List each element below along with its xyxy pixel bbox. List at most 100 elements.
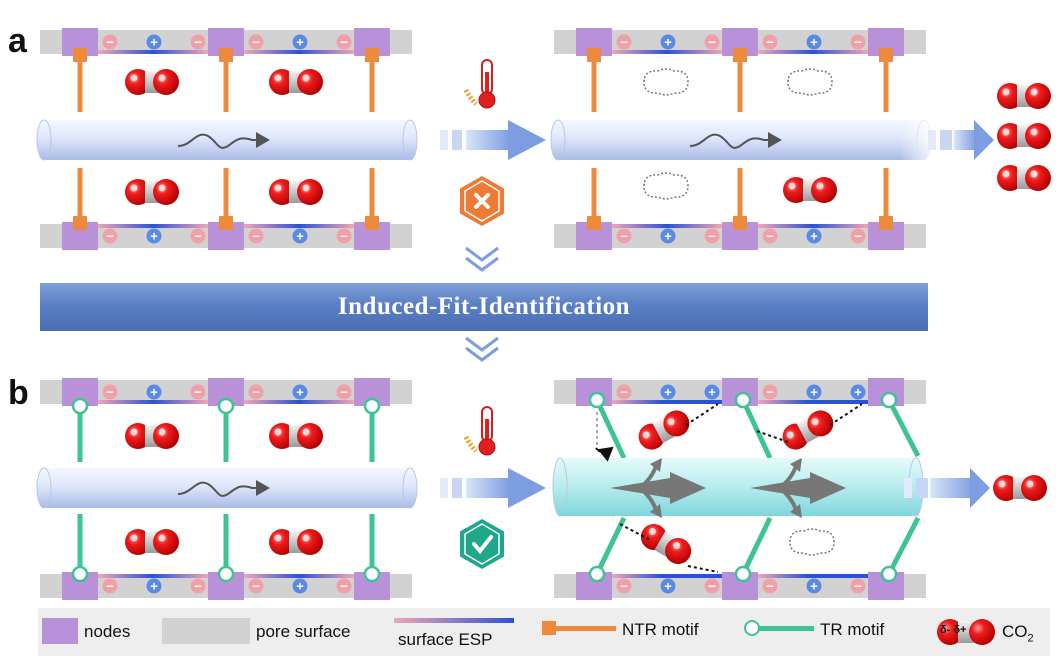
tr-joint bbox=[363, 565, 381, 583]
charge-sign: − bbox=[766, 385, 774, 400]
charge-sign: + bbox=[664, 385, 672, 400]
tr-joint bbox=[363, 397, 381, 415]
highlight bbox=[648, 528, 656, 536]
oxygen-atom bbox=[269, 179, 295, 205]
negative-charge bbox=[704, 228, 720, 244]
oxygen-atom bbox=[663, 410, 690, 437]
highlight bbox=[274, 428, 282, 436]
charge-sign: − bbox=[340, 579, 348, 594]
induced-fit-flow-arrow bbox=[610, 458, 706, 518]
negative-charge bbox=[102, 34, 118, 50]
surface-esp-strip bbox=[758, 224, 868, 228]
positive-charge bbox=[146, 578, 162, 594]
ntr-anchor bbox=[879, 216, 893, 230]
negative-charge bbox=[248, 384, 264, 400]
charge-sign: + bbox=[664, 579, 672, 594]
highlight bbox=[667, 418, 675, 426]
negative-charge bbox=[336, 578, 352, 594]
negative-charge bbox=[190, 34, 206, 50]
surface-esp-strip bbox=[612, 224, 722, 228]
co2-molecule bbox=[640, 524, 692, 564]
tr-joint bbox=[734, 565, 752, 583]
ntr-anchor bbox=[365, 48, 379, 62]
legend-co2-label: CO2 bbox=[1002, 622, 1034, 645]
tr-motif bbox=[740, 516, 773, 576]
highlight bbox=[302, 534, 310, 542]
charge-sign: − bbox=[766, 579, 774, 594]
charge-sign: − bbox=[340, 35, 348, 50]
legend-pore-swatch bbox=[162, 618, 250, 644]
legend-tr-swatch bbox=[744, 620, 814, 636]
co2-molecule bbox=[997, 165, 1051, 191]
surface-esp-strip bbox=[244, 50, 354, 54]
charge-sign: − bbox=[252, 35, 260, 50]
release-arrow-b bbox=[904, 468, 990, 508]
highlight bbox=[1002, 88, 1010, 96]
induced-fit-flow-arrow bbox=[750, 458, 846, 518]
highlight bbox=[788, 182, 796, 190]
oxygen-atom bbox=[153, 529, 179, 555]
heat-icon bbox=[463, 88, 478, 106]
legend-ntr-label: NTR motif bbox=[622, 620, 699, 639]
negative-charge bbox=[616, 578, 632, 594]
legend-co2-swatch bbox=[937, 619, 995, 645]
highlight bbox=[158, 534, 166, 542]
empty-site bbox=[787, 68, 833, 96]
co2-molecule bbox=[993, 475, 1047, 501]
charge-sign: − bbox=[708, 229, 716, 244]
highlight bbox=[130, 428, 138, 436]
highlight bbox=[816, 182, 824, 190]
highlight bbox=[302, 428, 310, 436]
co2-molecule bbox=[269, 423, 323, 449]
highlight bbox=[1026, 480, 1034, 488]
highlight bbox=[274, 534, 282, 542]
surface-esp-strip bbox=[612, 50, 722, 54]
check-hexagon-icon bbox=[460, 519, 504, 569]
tr-joint bbox=[217, 397, 235, 415]
motifs bbox=[71, 48, 921, 583]
ntr-anchor bbox=[73, 216, 87, 230]
highlight bbox=[786, 431, 794, 439]
negative-charge bbox=[102, 228, 118, 244]
legend-node-swatch bbox=[42, 618, 78, 644]
positive-charge bbox=[850, 384, 866, 400]
charge-sign: − bbox=[620, 35, 628, 50]
co2-molecule bbox=[125, 179, 179, 205]
carbon-atom bbox=[654, 530, 678, 558]
co2-molecule bbox=[997, 83, 1051, 109]
oxygen-atom bbox=[1025, 123, 1051, 149]
positive-charge bbox=[806, 578, 822, 594]
charge-sign: − bbox=[252, 229, 260, 244]
charge-sign: − bbox=[766, 35, 774, 50]
charge-sign: + bbox=[150, 385, 158, 400]
channel bbox=[44, 468, 410, 508]
empty-site bbox=[643, 68, 689, 96]
oxygen-atom bbox=[269, 423, 295, 449]
channels bbox=[36, 116, 934, 517]
highlight bbox=[1002, 128, 1010, 136]
banner-title: Induced-Fit-Identification bbox=[337, 293, 631, 320]
heat-indicator-b bbox=[463, 406, 496, 456]
highlight bbox=[158, 74, 166, 82]
tr-joint bbox=[217, 565, 235, 583]
tr-motif bbox=[886, 516, 921, 576]
negative-charge bbox=[102, 384, 118, 400]
positive-charge bbox=[660, 34, 676, 50]
co2-molecule bbox=[997, 123, 1051, 149]
oxygen-atom bbox=[1025, 165, 1051, 191]
charge-sign: − bbox=[194, 385, 202, 400]
channel-end bbox=[36, 467, 52, 509]
oxygen-atom bbox=[269, 69, 295, 95]
oxygen-atom bbox=[997, 123, 1023, 149]
channel-end bbox=[402, 119, 418, 161]
negative-charge bbox=[762, 384, 778, 400]
charge-sign: − bbox=[620, 385, 628, 400]
induced-fit-banner: Induced-Fit-Identification bbox=[40, 283, 928, 331]
negative-charge bbox=[336, 34, 352, 50]
negative-charge bbox=[336, 384, 352, 400]
transition-arrow-a bbox=[440, 120, 546, 160]
charge-sign: − bbox=[194, 35, 202, 50]
ntr-anchor bbox=[219, 48, 233, 62]
release-arrow-a bbox=[928, 120, 994, 160]
tr-joint bbox=[71, 565, 89, 583]
